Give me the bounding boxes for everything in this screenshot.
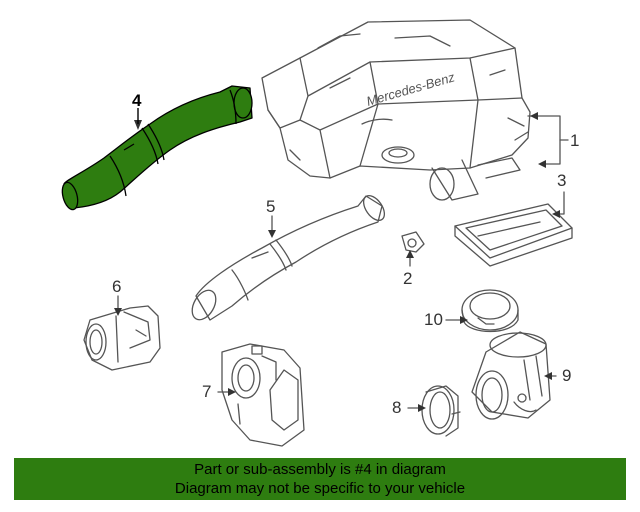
hose-clip[interactable] [401, 231, 425, 253]
small-ring[interactable] [421, 385, 461, 437]
intake-hose[interactable] [187, 192, 388, 324]
banner-line-1: Part or sub-assembly is #4 in diagram [194, 461, 446, 478]
highlighted-intake-hose[interactable] [60, 85, 253, 211]
callout-1: 1 [570, 131, 580, 150]
leader-arrowheads [114, 112, 560, 412]
callout-4: 4 [132, 91, 142, 110]
mass-air-flow-sensor[interactable] [83, 305, 161, 371]
callout-10: 10 [424, 310, 443, 329]
callout-2: 2 [403, 269, 413, 288]
callout-9: 9 [562, 366, 572, 385]
banner-line-2: Diagram may not be specific to your vehi… [174, 480, 466, 497]
intake-adapter[interactable] [471, 331, 551, 420]
air-filter-element[interactable] [454, 203, 573, 267]
callout-7: 7 [202, 382, 212, 401]
callout-5: 5 [266, 197, 276, 216]
sealing-ring[interactable] [461, 289, 519, 333]
callout-6: 6 [112, 277, 122, 296]
info-banner: Part or sub-assembly is #4 in diagram Di… [14, 458, 626, 500]
callout-3: 3 [557, 171, 567, 190]
throttle-body[interactable] [221, 343, 305, 447]
air-filter-housing[interactable] [261, 19, 531, 201]
callout-8: 8 [392, 398, 402, 417]
